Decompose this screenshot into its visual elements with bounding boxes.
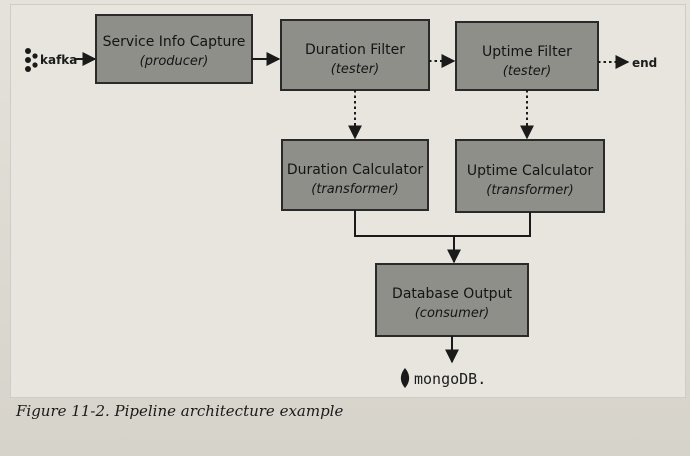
mongodb-sink: mongoDB. <box>400 368 486 388</box>
connector-uptime-calculator <box>454 212 531 237</box>
mongodb-leaf-icon <box>400 368 410 388</box>
node-database-output: Database Output (consumer) <box>375 263 529 337</box>
node-title: Duration Filter <box>305 42 405 58</box>
node-role: (consumer) <box>415 306 490 321</box>
end-label: end <box>632 56 657 70</box>
kafka-icon <box>25 48 38 72</box>
node-service-info-capture: Service Info Capture (producer) <box>95 14 253 84</box>
node-title: Database Output <box>392 286 512 302</box>
node-uptime-filter: Uptime Filter (tester) <box>455 21 599 91</box>
node-uptime-calculator: Uptime Calculator (transformer) <box>455 139 605 213</box>
node-title: Uptime Filter <box>482 44 572 60</box>
node-duration-calculator: Duration Calculator (transformer) <box>281 139 429 211</box>
node-title: Service Info Capture <box>103 34 246 50</box>
node-duration-filter: Duration Filter (tester) <box>280 19 430 91</box>
node-title: Duration Calculator <box>287 162 424 178</box>
node-role: (transformer) <box>486 183 573 198</box>
connector-duration-calculator <box>354 210 454 237</box>
kafka-source: kafka <box>25 48 77 72</box>
node-role: (tester) <box>503 64 551 79</box>
node-role: (tester) <box>331 62 379 77</box>
node-role: (producer) <box>140 54 209 69</box>
kafka-label: kafka <box>40 53 77 67</box>
node-role: (transformer) <box>311 182 398 197</box>
figure-caption: Figure 11-2. Pipeline architecture examp… <box>16 402 344 420</box>
mongodb-label: mongoDB. <box>414 370 486 388</box>
node-title: Uptime Calculator <box>467 163 594 179</box>
